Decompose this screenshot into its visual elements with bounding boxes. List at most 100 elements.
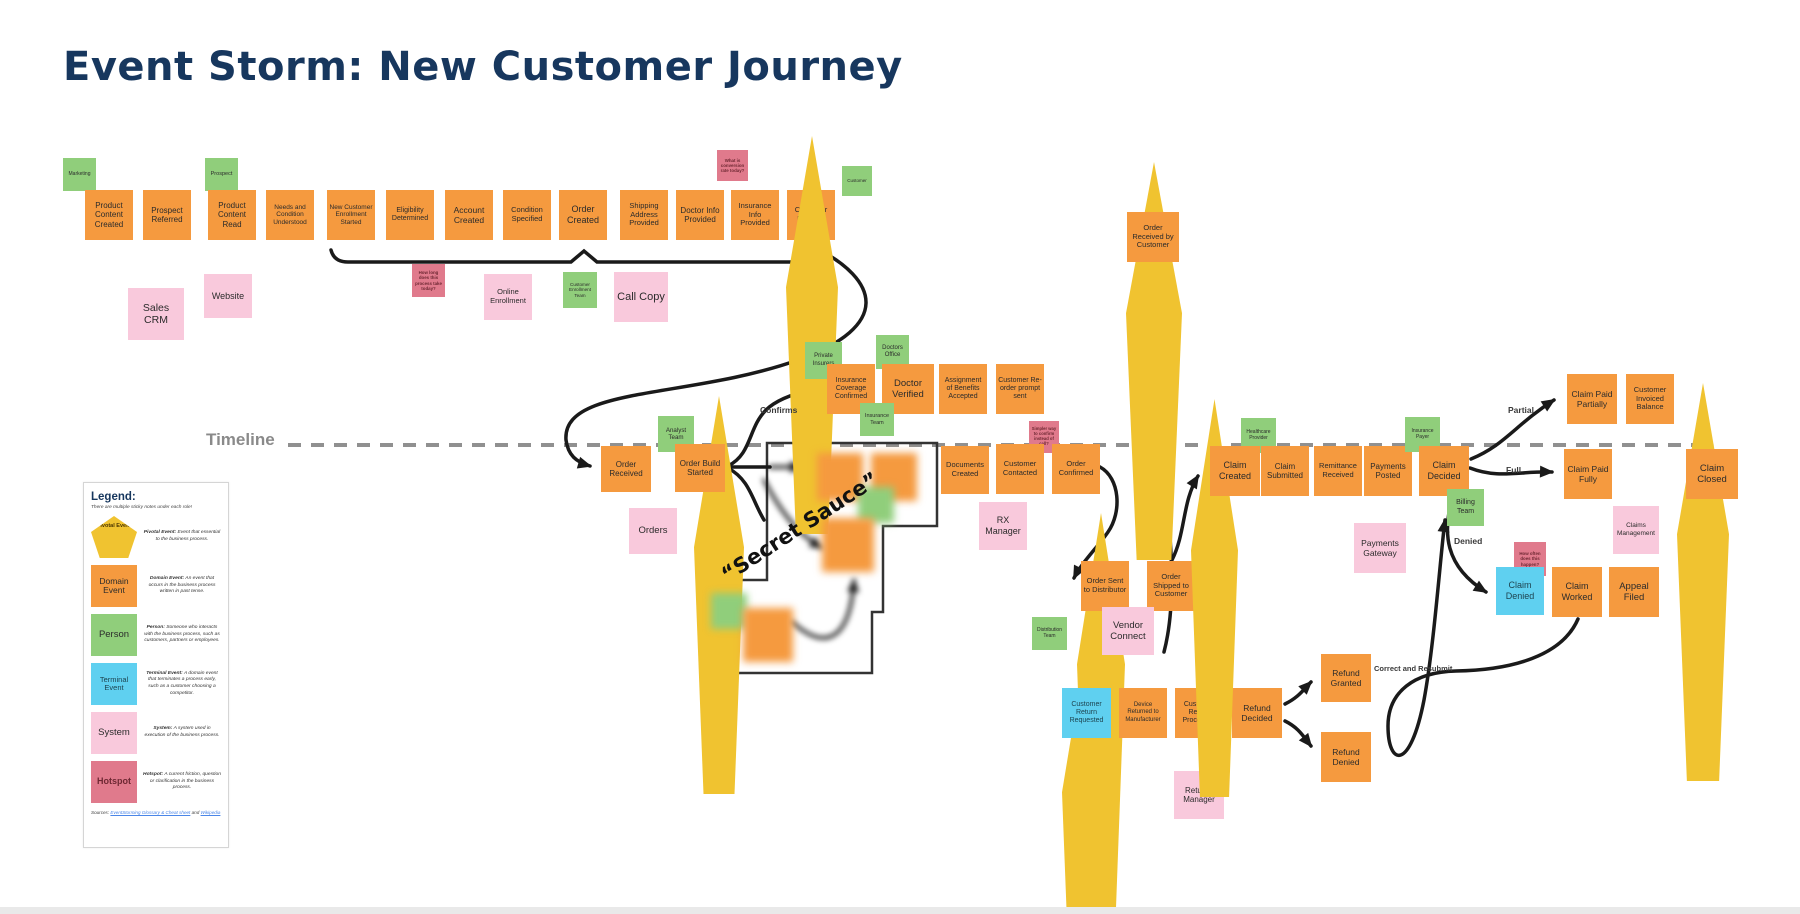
legend-row-person: Person Person: Someone who interacts with…: [91, 614, 221, 656]
note-claim-paid-fully[interactable]: Claim Paid Fully: [1564, 449, 1612, 499]
label-denied[interactable]: Denied: [1454, 536, 1483, 546]
note-doctor-info-provided[interactable]: Doctor Info Provided: [676, 190, 724, 240]
note-prospect-referred[interactable]: Prospect Referred: [143, 190, 191, 240]
note-blurred-4[interactable]: [822, 518, 874, 572]
note-shipping-address-provided[interactable]: Shipping Address Provided: [620, 190, 668, 240]
note-online-enrollment[interactable]: Online Enrollment: [484, 274, 532, 320]
note-insurance-team[interactable]: Insurance Team: [860, 403, 894, 436]
note-customer-re-order-prompt-sent[interactable]: Customer Re-order prompt sent: [996, 364, 1044, 414]
note-prospect[interactable]: Prospect: [205, 158, 238, 191]
legend-desc-person: Person: Someone who interacts with the b…: [144, 625, 220, 644]
note-order-sent-to-distributor[interactable]: Order Sent to Distributor: [1081, 561, 1129, 611]
note-documents-created[interactable]: Documents Created: [941, 446, 989, 494]
label-correct-and-resubmit[interactable]: Correct and Resubmit: [1374, 664, 1453, 673]
note-blurred-3[interactable]: [858, 487, 894, 523]
note-claim-submitted[interactable]: Claim Submitted: [1261, 446, 1309, 496]
legend-sources-joiner: and: [190, 810, 201, 815]
legend-shape-domain: Domain Event: [91, 565, 137, 607]
note-account-created[interactable]: Account Created: [445, 190, 493, 240]
note-claim-closed[interactable]: Claim Closed: [1686, 449, 1738, 499]
note-customer-enrollment-team[interactable]: Customer Enrollment Team: [563, 272, 597, 308]
note-billing-team[interactable]: Billing Team: [1447, 489, 1484, 526]
label-full[interactable]: Full: [1506, 465, 1522, 475]
label-partial[interactable]: Partial: [1508, 405, 1534, 415]
note-insurance-info-provided[interactable]: Insurance Info Provided: [731, 190, 779, 240]
note-payments-posted[interactable]: Payments Posted: [1364, 446, 1412, 496]
legend-sources-prefix: Sources:: [91, 810, 111, 815]
note-blurred-1[interactable]: [817, 453, 863, 501]
note-rx-manager[interactable]: RX Manager: [979, 502, 1027, 550]
note-customer-return-requested[interactable]: Customer Return Requested: [1062, 688, 1111, 738]
note-customer-invoiced-balance[interactable]: Customer Invoiced Balance: [1626, 374, 1674, 424]
note-order-received-by-customer[interactable]: Order Received by Customer: [1127, 212, 1179, 262]
legend-shape-terminal: Terminal Event: [91, 663, 137, 705]
note-eligibility-determined[interactable]: Eligibility Determined: [386, 190, 434, 240]
note-appeal-filed[interactable]: Appeal Filed: [1609, 567, 1659, 617]
legend-items: Pivotal Event Pivotal Event: Event that e…: [91, 516, 221, 803]
legend-link-wikipedia[interactable]: Wikipedia: [200, 810, 221, 815]
label-confirms[interactable]: Confirms: [760, 405, 798, 415]
note-claim-worked[interactable]: Claim Worked: [1552, 567, 1602, 617]
note-blurred-6[interactable]: [743, 608, 793, 662]
arrow-refund-denied: [1283, 719, 1313, 748]
enrollment-bracket: [329, 247, 830, 264]
legend-row-terminal: Terminal Event Terminal Event: A domain e…: [91, 663, 221, 705]
note-marketing[interactable]: Marketing: [63, 158, 96, 191]
note-order-received[interactable]: Order Received: [601, 446, 651, 492]
note-device-returned-to-manufacturer[interactable]: Device Returned to Manufacturer: [1119, 688, 1167, 738]
legend-row-hotspot: Hotspot Hotspot: A current friction, ques…: [91, 761, 221, 803]
note-blurred-5[interactable]: [711, 593, 747, 629]
note-payments-gateway[interactable]: Payments Gateway: [1354, 523, 1406, 573]
note-order-shipped-to-customer[interactable]: Order Shipped to Customer: [1147, 561, 1195, 611]
note-new-customer-enrollment-started[interactable]: New Customer Enrollment Started: [327, 190, 375, 240]
note-claim-denied[interactable]: Claim Denied: [1496, 567, 1544, 615]
legend-shape-system: System: [91, 712, 137, 754]
note-claim-created[interactable]: Claim Created: [1210, 446, 1260, 496]
legend-desc-terminal: Terminal Event: A domain event that term…: [146, 670, 218, 696]
note-claim-paid-partially[interactable]: Claim Paid Partially: [1567, 374, 1617, 424]
legend-shape-hotspot: Hotspot: [91, 761, 137, 803]
note-order-confirmed[interactable]: Order Confirmed: [1052, 444, 1100, 494]
note-claim-decided[interactable]: Claim Decided: [1419, 446, 1469, 496]
note-vendor-connect[interactable]: Vendor Connect: [1102, 607, 1154, 655]
note-assignment-of-benefits-accepted[interactable]: Assignment of Benefits Accepted: [939, 364, 987, 414]
note-how-long-does-this-process-take-today[interactable]: How long does this process take today?: [412, 264, 445, 297]
note-pivotal-event[interactable]: Pivotal Event: [1677, 383, 1729, 781]
note-condition-specified[interactable]: Condition Specified: [503, 190, 551, 240]
legend-shape-person: Person: [91, 614, 137, 656]
note-remittance-received[interactable]: Remittance Received: [1314, 446, 1362, 496]
legend-subheading: There are multiple sticky notes under ea…: [91, 505, 193, 510]
note-doctors-office[interactable]: Doctors Office: [876, 335, 909, 369]
note-product-content-read[interactable]: Product Content Read: [208, 190, 256, 240]
arrow-blurred-3: [790, 578, 860, 640]
legend-row-pivotal: Pivotal Event Pivotal Event: Event that e…: [91, 516, 221, 558]
note-doctor-verified[interactable]: Doctor Verified: [882, 364, 934, 414]
note-claims-management[interactable]: Claims Management: [1613, 506, 1659, 554]
note-sales-crm[interactable]: Sales CRM: [128, 288, 184, 340]
legend-panel: Legend: There are multiple sticky notes …: [83, 482, 229, 848]
legend-desc-hotspot: Hotspot: A current friction, question or…: [143, 772, 221, 791]
note-customer-contacted[interactable]: Customer Contacted: [996, 444, 1044, 494]
legend-sources: Sources: EventStorming Glossary & Cheat …: [91, 810, 221, 815]
legend-heading: Legend:: [91, 491, 136, 503]
legend-desc-pivotal: Pivotal Event: Event that essential to t…: [143, 530, 221, 542]
note-refund-granted[interactable]: Refund Granted: [1321, 654, 1371, 702]
note-customer[interactable]: Customer: [842, 166, 872, 196]
note-needs-and-condition-understood[interactable]: Needs and Condition Understood: [266, 190, 314, 240]
note-distribution-team[interactable]: Distribution Team: [1032, 617, 1067, 650]
note-refund-denied[interactable]: Refund Denied: [1321, 732, 1371, 782]
note-orders[interactable]: Orders: [629, 508, 677, 554]
note-order-created[interactable]: Order Created: [559, 190, 607, 240]
note-what-is-conversion-rate-today[interactable]: What is conversion rate today?: [717, 150, 748, 181]
note-website[interactable]: Website: [204, 274, 252, 318]
legend-desc-system: System: A system used in execution of th…: [144, 726, 220, 738]
legend-shape-pivotal: Pivotal Event: [91, 516, 137, 558]
note-refund-decided[interactable]: Refund Decided: [1232, 688, 1282, 738]
arrow-correct-and-resubmit: [1386, 518, 1580, 757]
note-product-content-created[interactable]: Product Content Created: [85, 190, 133, 240]
legend-link-eventstorming[interactable]: EventStorming Glossary & Cheat sheet: [110, 810, 191, 815]
note-call-copy[interactable]: Call Copy: [614, 272, 668, 322]
note-order-build-started[interactable]: Order Build Started: [675, 444, 725, 492]
